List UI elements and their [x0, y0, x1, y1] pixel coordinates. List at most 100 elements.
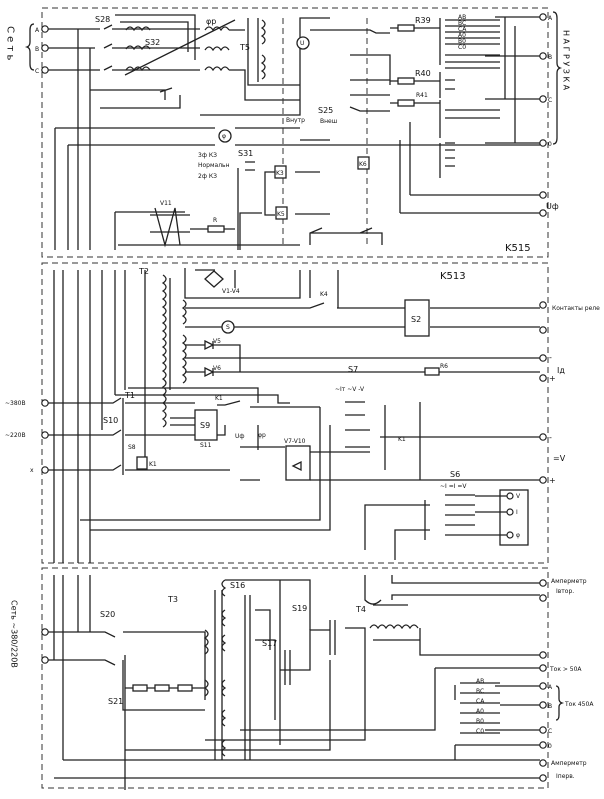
bottom-input-1[interactable]: [41, 628, 49, 636]
label-id-minus: -: [549, 353, 552, 362]
meter-terminal-v[interactable]: [506, 492, 514, 500]
resistor-3: [177, 684, 193, 692]
terminal-label-b: B: [35, 46, 39, 53]
rectifier-bridge-v1-v4: [204, 270, 224, 288]
label-v5: V5: [213, 338, 221, 345]
label-phi-meter: φ: [222, 133, 226, 140]
out-terminal-0[interactable]: [539, 741, 547, 749]
load-terminal-0[interactable]: [539, 139, 547, 147]
top-tap-labels: AB BC CA A0 B0 C0: [458, 14, 467, 51]
relay-contact-terminal-2[interactable]: [539, 326, 547, 334]
label-mode-s6: ~I =I =V: [440, 483, 467, 490]
terminal-label-a: A: [35, 27, 40, 34]
label-id-plus: +: [549, 374, 556, 383]
ammeter-primary-terminal-2[interactable]: [539, 774, 547, 782]
label-meter-i: I: [516, 509, 518, 516]
input-380v[interactable]: [41, 399, 49, 407]
load-terminal-c[interactable]: [539, 95, 547, 103]
ammeter-secondary-terminal-2[interactable]: [539, 594, 547, 602]
relay-contact-terminal-1[interactable]: [539, 301, 547, 309]
tap-label: CA: [476, 698, 485, 705]
load-label-a: A: [548, 15, 553, 22]
label-r6: R6: [440, 363, 448, 370]
label-ammeter-primary: Амперметр: [551, 760, 587, 767]
tap-label: A0: [476, 708, 484, 715]
label-r41: R41: [416, 92, 428, 99]
label-220v: ~220В: [5, 432, 26, 439]
label-s31: S31: [238, 149, 253, 158]
label-s28: S28: [95, 15, 110, 24]
label-phi-r: φр: [206, 17, 216, 26]
label-mode-3ph: 3ф КЗ: [198, 152, 217, 159]
id-terminal-minus[interactable]: [539, 354, 547, 362]
label-uf-mid: Uф: [235, 433, 245, 440]
terminal-c[interactable]: [41, 66, 49, 74]
label-s9: S9: [200, 421, 210, 430]
terminal-b[interactable]: [41, 44, 49, 52]
out-terminal-c[interactable]: [539, 726, 547, 734]
load-label-0: 0: [548, 141, 552, 148]
input-x[interactable]: [41, 466, 49, 474]
ammeter-secondary-terminal-1[interactable]: [539, 579, 547, 587]
label-uf: Uф: [546, 202, 559, 211]
meter-terminal-phi[interactable]: [506, 531, 514, 539]
label-v7-v10: V7-V10: [284, 438, 306, 445]
tap-label: C0: [476, 728, 484, 735]
out-label-c: C: [548, 728, 552, 735]
block-s2: [404, 299, 430, 337]
resistor-r41: [397, 99, 415, 107]
bottom-input-2[interactable]: [41, 656, 49, 664]
tap-label: AB: [458, 14, 466, 21]
resistor-r: [207, 225, 225, 233]
label-k6: K6: [359, 161, 367, 168]
label-s8: S8: [128, 444, 136, 451]
out-terminal-b[interactable]: [539, 701, 547, 709]
meter-terminal-i[interactable]: [506, 508, 514, 516]
uf-terminal-1[interactable]: [539, 191, 547, 199]
current-terminal-extra[interactable]: [539, 664, 547, 672]
label-mode-2ph: 2ф КЗ: [198, 173, 217, 180]
load-terminal-a[interactable]: [539, 13, 547, 21]
resistor-r40: [397, 77, 415, 85]
uf-terminal-2[interactable]: [539, 209, 547, 217]
label-ammeter-secondary-sub: Iвтор.: [556, 588, 574, 595]
block-k513: K513 T2 V1-V4 K4 S2 S Контакты реле V5 V…: [5, 267, 600, 563]
thyristor-v11: [150, 207, 190, 248]
relay-k1-coil: [136, 456, 148, 470]
resistor-1: [132, 684, 148, 692]
terminal-label-c: C: [35, 68, 39, 75]
label-s: S: [226, 324, 230, 331]
resistor-r39: [397, 24, 415, 32]
network-label: С е т ь: [5, 26, 16, 60]
label-current-50a: Ток > 50А: [549, 666, 582, 673]
label-s16: S16: [230, 581, 245, 590]
label-t4: T4: [355, 605, 366, 614]
label-k1-c: K1: [398, 436, 406, 443]
ammeter-primary-terminal-1[interactable]: [539, 759, 547, 767]
label-s6: S6: [450, 470, 460, 479]
label-s10: S10: [103, 416, 118, 425]
tap-label: BC: [476, 688, 484, 695]
tap-label: B0: [458, 38, 466, 45]
dcv-terminal-minus[interactable]: [539, 433, 547, 441]
terminal-a[interactable]: [41, 25, 49, 33]
block-name-k513: K513: [440, 271, 466, 282]
current-50a-terminal[interactable]: [539, 651, 547, 659]
label-dcv-plus: +: [549, 476, 556, 485]
block-k513-frame: [41, 262, 549, 564]
out-terminal-a[interactable]: [539, 682, 547, 690]
block-k515-frame: [41, 7, 549, 258]
label-k1-a: K1: [215, 395, 223, 402]
input-220v[interactable]: [41, 431, 49, 439]
label-k5: K5: [277, 211, 285, 218]
label-internal: Внутр: [286, 117, 305, 124]
id-terminal-plus[interactable]: [539, 374, 547, 382]
load-terminal-b[interactable]: [539, 52, 547, 60]
label-r: R: [213, 217, 217, 224]
dcv-terminal-plus[interactable]: [539, 476, 547, 484]
label-t5: T5: [239, 43, 250, 52]
meter-select-box: [499, 489, 529, 546]
out-label-a: A: [548, 684, 553, 691]
label-v1-v4: V1-V4: [222, 288, 240, 295]
